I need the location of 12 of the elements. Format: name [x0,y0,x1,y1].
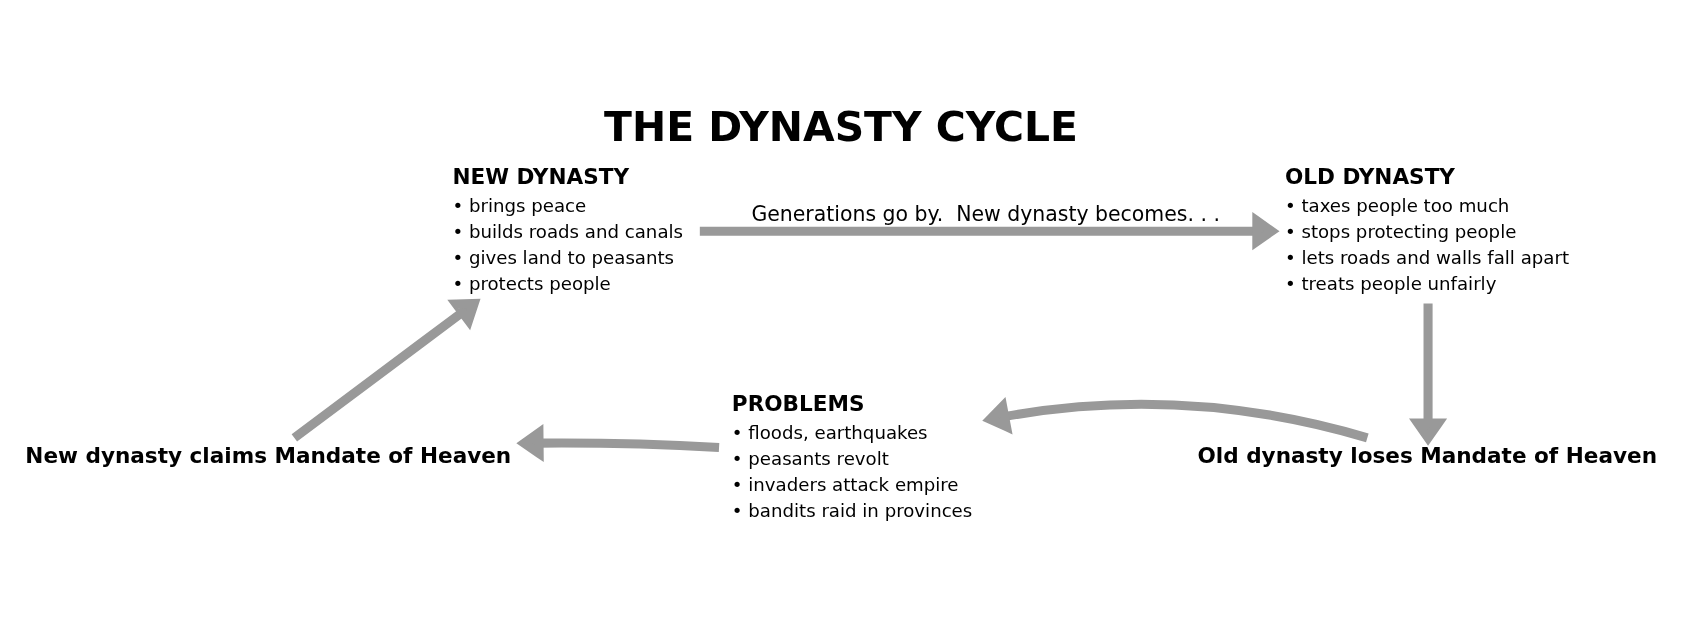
diagram-title: THE DYNASTY CYCLE [604,102,1078,151]
node-text: PROBLEMS • floods, earthquakes • peasants revolt • invaders attack empire • bandits raid in provinces [731,390,973,521]
edge-label: Generations go by. New dynasty becomes. . . [751,201,1220,226]
node-text: Old dynasty loses Mandate of Heaven [1197,442,1657,468]
node-text: NEW DYNASTY • brings peace • builds roads and canals • gives land to peasants • protects people [452,163,684,294]
node-text: New dynasty claims Mandate of Heaven [25,442,512,468]
arrow [699,211,1280,250]
arrow [1409,302,1448,446]
arrow [516,423,720,462]
arrow [291,298,481,441]
arrow [982,396,1369,442]
node-text: OLD DYNASTY • taxes people too much • stops protecting people • lets roads and walls fall apart • treats people unfairly [1284,163,1570,294]
